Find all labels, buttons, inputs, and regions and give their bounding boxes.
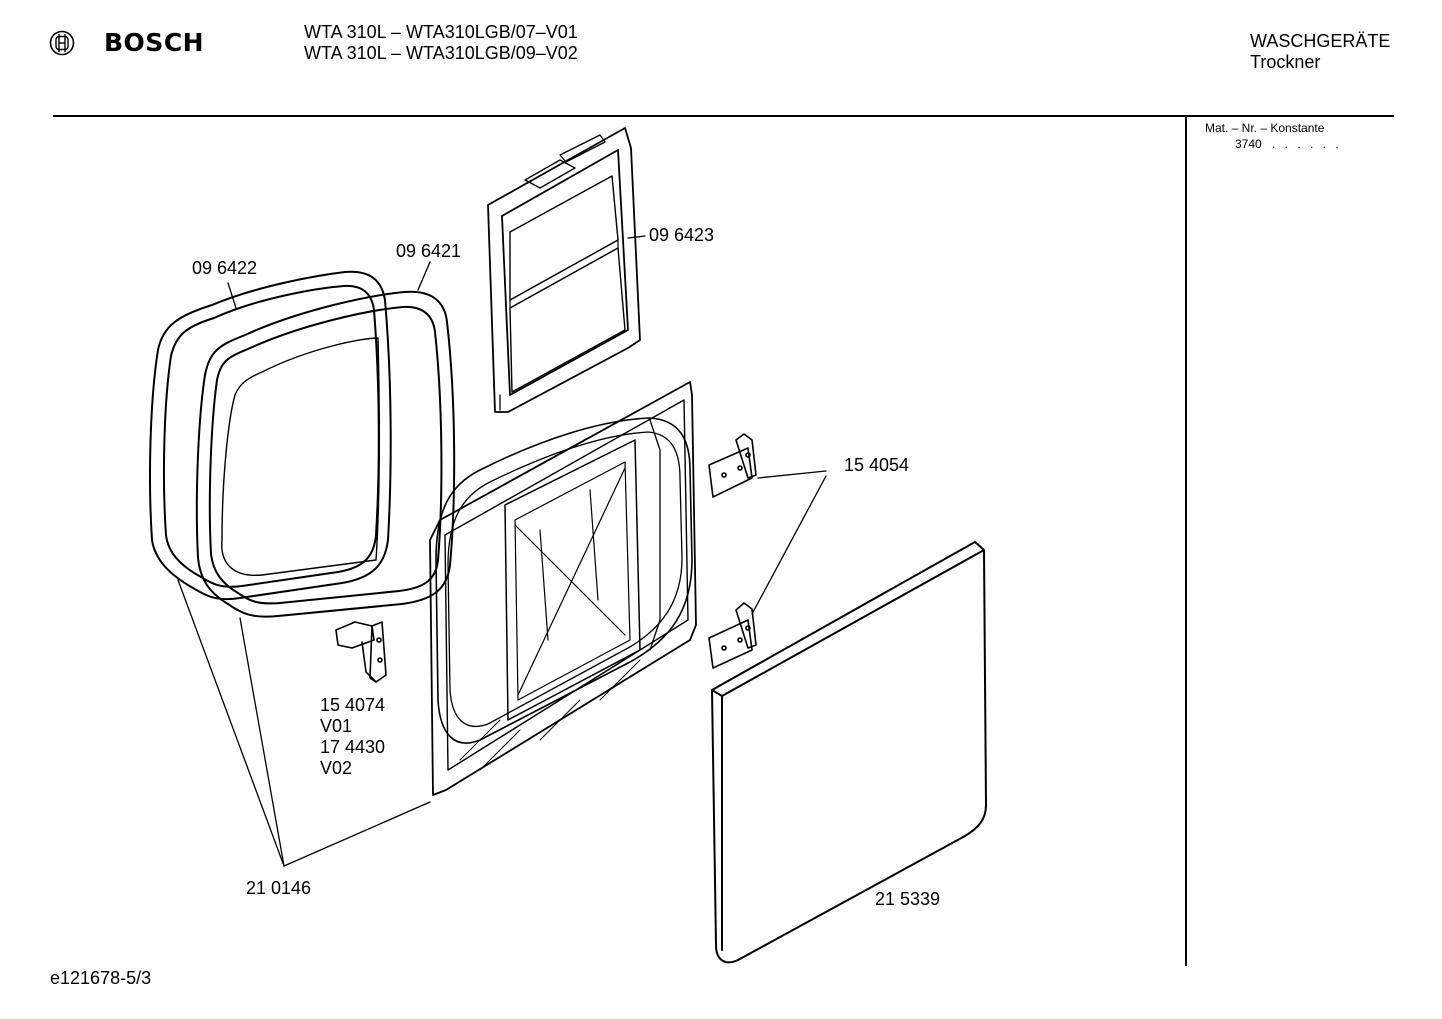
part-label-215339: 21 5339 — [875, 889, 940, 909]
door-frame — [487, 127, 641, 413]
header-divider — [53, 115, 1394, 117]
inner-door-panel — [429, 381, 697, 796]
part-label-096422: 09 6422 — [192, 258, 257, 278]
drawing-id: e121678-5/3 — [50, 968, 152, 988]
part-label-v02: V02 — [320, 758, 352, 778]
category-title: WASCHGERÄTE — [1250, 31, 1391, 51]
part-label-154074: 15 4074 — [320, 695, 385, 715]
model-line-2: WTA 310L – WTA310LGB/09–V02 — [304, 43, 578, 63]
model-line-1: WTA 310L – WTA310LGB/07–V01 — [304, 22, 578, 42]
material-number-value: 3740 — [1235, 137, 1262, 151]
part-label-096423: 09 6423 — [649, 225, 714, 245]
side-divider — [1185, 116, 1187, 966]
part-label-154054: 15 4054 — [844, 455, 909, 475]
material-number-dots: . . . . . . — [1272, 137, 1342, 151]
material-number-label: Mat. – Nr. – Konstante — [1205, 121, 1325, 135]
door-hinge-lower — [708, 602, 757, 669]
part-label-v01: V01 — [320, 716, 352, 736]
part-label-174430: 17 4430 — [320, 737, 385, 757]
part-label-210146: 21 0146 — [246, 878, 311, 898]
outer-door-seal — [149, 270, 392, 601]
brand-name: BOSCH — [104, 28, 205, 57]
inner-door-seal — [195, 290, 456, 618]
subcategory-title: Trockner — [1250, 52, 1321, 72]
door-latch-bracket — [335, 621, 387, 683]
part-label-096421: 09 6421 — [396, 241, 461, 261]
bosch-logo-icon — [49, 30, 75, 56]
leader-lines — [177, 235, 827, 867]
door-hinge-upper — [708, 433, 757, 498]
outer-door-cover — [711, 541, 987, 964]
